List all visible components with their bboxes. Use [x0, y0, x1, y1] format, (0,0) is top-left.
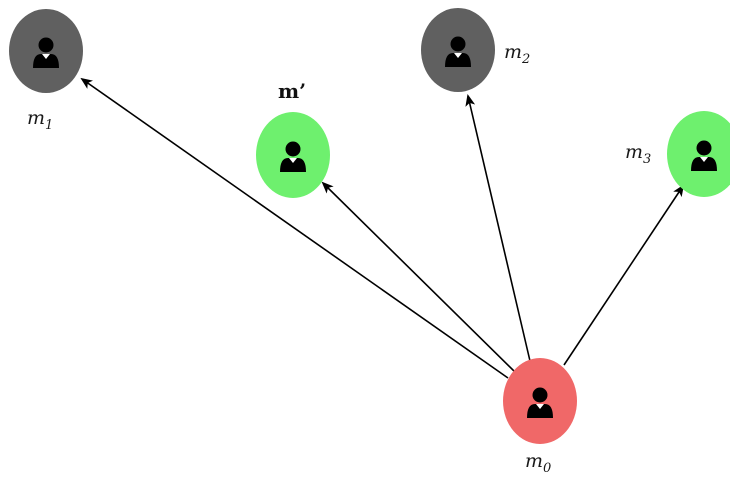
- node-m0: [503, 358, 577, 444]
- node-mprime-label: m’: [278, 79, 306, 103]
- node-mprime: [256, 112, 330, 198]
- node-m1: [9, 9, 83, 93]
- edge-m0-m3: [563, 184, 685, 366]
- node-m2-label: m2: [504, 41, 530, 67]
- node-m3: [667, 111, 730, 197]
- node-m2: [421, 8, 495, 92]
- node-m0-label: m0: [525, 450, 551, 476]
- edge-m0-m1: [80, 77, 509, 379]
- node-m3-label: m3: [625, 141, 651, 167]
- edge-m0-mprime: [321, 181, 516, 373]
- node-m3-circle: [667, 111, 730, 197]
- node-m1-label: m1: [27, 107, 53, 133]
- edge-m0-m2: [465, 94, 531, 362]
